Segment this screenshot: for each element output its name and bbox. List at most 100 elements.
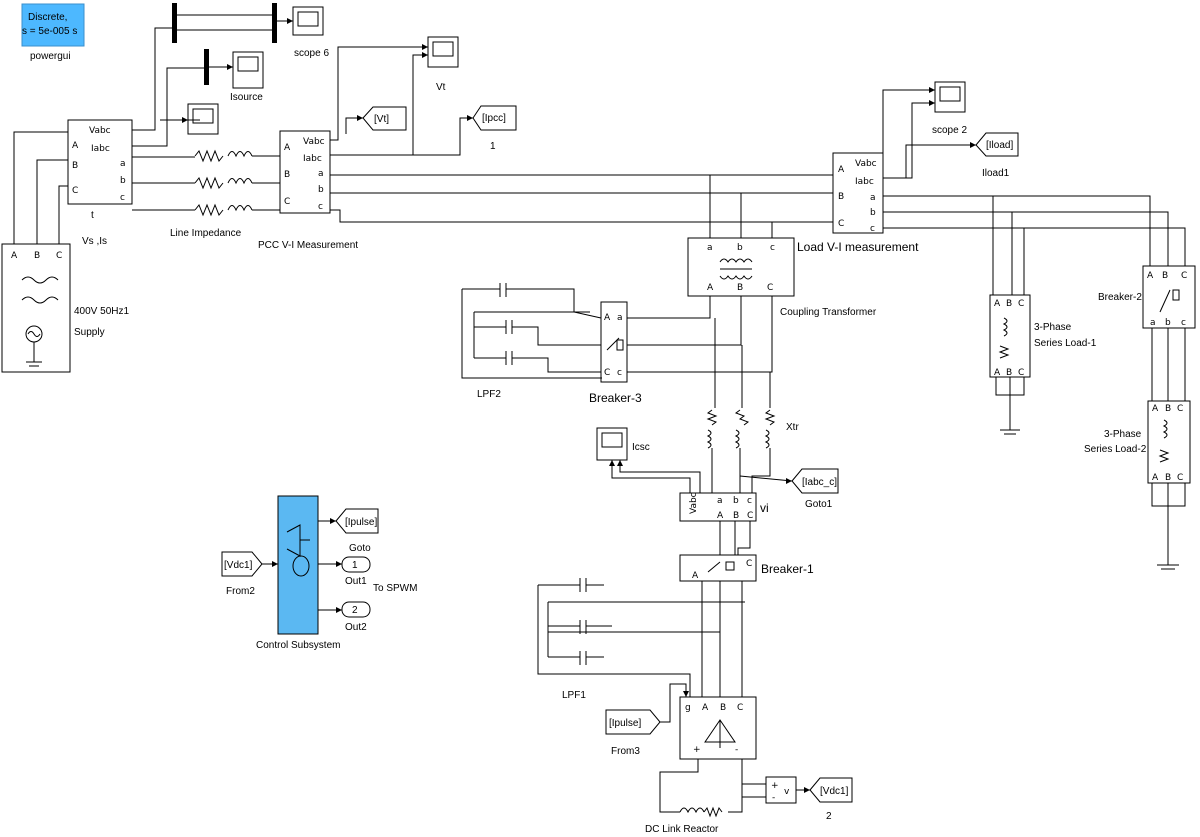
svg-text:B: B xyxy=(1006,368,1012,378)
coupling-transformer[interactable]: a b c A B C Coupling Transformer xyxy=(687,237,877,318)
svg-text:[Ipulse]: [Ipulse] xyxy=(609,718,641,729)
out2-label: Out2 xyxy=(345,622,367,633)
goto-ipcc[interactable]: [Ipcc] 1 xyxy=(472,105,517,152)
powergui-box[interactable] xyxy=(21,3,85,47)
svg-text:C: C xyxy=(1177,404,1183,414)
breaker3-block[interactable]: A a C c Breaker-3 xyxy=(589,301,642,405)
goto-ipulse[interactable]: [Ipulse] Goto xyxy=(335,508,379,554)
from2-vdc1[interactable]: [Vdc1] From2 xyxy=(221,551,263,597)
lpf1-filter[interactable]: LPF1 xyxy=(562,578,587,701)
converter-bridge[interactable]: g A B C + - xyxy=(679,696,757,760)
supply-block[interactable]: A B C 400V 50Hz1 Supply xyxy=(1,243,129,373)
svg-text:a: a xyxy=(717,496,723,506)
goto-label: Goto xyxy=(349,543,371,554)
vsis-scope[interactable] xyxy=(187,103,219,135)
svg-text:C: C xyxy=(1018,368,1024,378)
svg-text:[Ipcc]: [Ipcc] xyxy=(482,113,506,124)
goto-vt[interactable]: [Vt] xyxy=(362,106,407,131)
isource-scope[interactable]: Isource xyxy=(230,51,264,103)
svg-text:B: B xyxy=(1162,271,1168,281)
svg-text:A: A xyxy=(72,141,79,151)
svg-text:A: A xyxy=(717,511,724,521)
icsc-scope[interactable]: Icsc xyxy=(596,427,650,461)
series-load-2[interactable]: A B C A B C 3-Phase Series Load-2 xyxy=(1084,400,1191,484)
arrows xyxy=(182,18,976,793)
svg-text:C: C xyxy=(747,511,753,521)
goto-iload[interactable]: [Iload] Iload1 xyxy=(975,132,1019,179)
line-impedance[interactable]: Line Impedance xyxy=(170,149,253,239)
supply-label2: Supply xyxy=(74,327,105,338)
svg-text:A: A xyxy=(604,313,611,323)
svg-text:a: a xyxy=(120,159,126,169)
svg-text:[Ipulse]: [Ipulse] xyxy=(345,517,377,528)
isource-label: Isource xyxy=(230,92,263,103)
svg-text:C: C xyxy=(56,251,62,261)
out2-port[interactable]: 2 Out2 xyxy=(341,601,371,633)
ipcc-num: 1 xyxy=(490,141,496,152)
load2-label1: 3-Phase xyxy=(1104,429,1142,440)
svg-text:C: C xyxy=(604,368,610,378)
lpf2-filter[interactable]: LPF2 xyxy=(477,283,513,400)
xtr-reactor[interactable]: Xtr xyxy=(706,409,799,449)
mux-top-1[interactable] xyxy=(172,3,177,43)
powergui-line1: Discrete, xyxy=(28,12,67,23)
mux-top-2[interactable] xyxy=(272,3,277,43)
series-load-1[interactable]: A B C A B C 3-Phase Series Load-1 xyxy=(989,294,1097,378)
svg-text:1: 1 xyxy=(352,560,358,571)
vsis-measurement[interactable]: Vabc Iabc A B C a b c t Vs ,Is xyxy=(67,119,133,247)
from3-ipulse[interactable]: [Ipulse] From3 xyxy=(605,709,661,757)
breaker3-label: Breaker-3 xyxy=(589,391,642,405)
line-impedance-label: Line Impedance xyxy=(170,228,242,239)
vi-measurement[interactable]: Vabc a b c A B C vi xyxy=(679,492,769,522)
svg-text:2: 2 xyxy=(352,605,358,616)
svg-text:B: B xyxy=(1165,404,1171,414)
svg-text:A: A xyxy=(702,703,709,713)
svg-text:c: c xyxy=(617,368,622,378)
dc-reactor-label: DC Link Reactor xyxy=(645,824,719,835)
control-subsystem[interactable]: Control Subsystem xyxy=(256,495,340,651)
scope6-block[interactable]: scope 6 xyxy=(292,6,329,59)
goto-vdc1[interactable]: [Vdc1] 2 xyxy=(809,777,853,822)
control-label: Control Subsystem xyxy=(256,640,340,651)
load-vi-measurement[interactable]: Vabc Iabc A B C a b c Load V-I measureme… xyxy=(797,152,919,254)
svg-text:Iabc: Iabc xyxy=(303,154,322,164)
vt-scope[interactable]: Vt xyxy=(427,36,459,93)
goto-iabc-c[interactable]: [Iabc_c] Goto1 xyxy=(791,468,839,510)
svg-text:-: - xyxy=(772,793,775,803)
svg-text:b: b xyxy=(733,496,739,506)
load-vi-label: Load V-I measurement xyxy=(797,240,919,254)
pcc-vi-measurement[interactable]: Vabc Iabc A B C a b c PCC V-I Measuremen… xyxy=(258,130,358,251)
svg-text:c: c xyxy=(318,202,323,212)
breaker2-block[interactable]: A B C a b c Breaker-2 xyxy=(1098,265,1196,329)
out1-port[interactable]: 1 Out1 To SPWM xyxy=(341,556,417,594)
load1-label1: 3-Phase xyxy=(1034,322,1072,333)
svg-text:A: A xyxy=(692,571,699,581)
svg-text:c: c xyxy=(747,496,752,506)
mux-isource[interactable] xyxy=(204,49,209,85)
svg-text:b: b xyxy=(737,243,743,253)
svg-text:B: B xyxy=(733,511,739,521)
svg-text:B: B xyxy=(1165,473,1171,483)
lpf2-label: LPF2 xyxy=(477,389,501,400)
svg-text:C: C xyxy=(767,283,773,293)
svg-text:A: A xyxy=(838,165,845,175)
svg-text:b: b xyxy=(120,176,126,186)
svg-text:C: C xyxy=(72,186,78,196)
breaker1-block[interactable]: A C Breaker-1 xyxy=(679,554,814,582)
svg-text:b: b xyxy=(870,208,876,218)
svg-text:A: A xyxy=(707,283,714,293)
svg-text:Vabc: Vabc xyxy=(689,492,699,514)
scope2-block[interactable]: scope 2 xyxy=(932,81,967,136)
svg-text:b: b xyxy=(1165,318,1171,328)
svg-text:[Iabc_c]: [Iabc_c] xyxy=(802,477,837,488)
vdc-num: 2 xyxy=(826,811,832,822)
powergui-block[interactable]: Discrete, s = 5e-005 s powergui xyxy=(21,3,85,62)
voltage-measurement[interactable]: + - v xyxy=(765,776,797,804)
svg-text:c: c xyxy=(870,224,875,234)
dc-link-reactor[interactable]: DC Link Reactor xyxy=(645,806,723,835)
scope6-label: scope 6 xyxy=(294,48,329,59)
svg-text:C: C xyxy=(737,703,743,713)
svg-text:a: a xyxy=(1150,318,1156,328)
svg-text:B: B xyxy=(838,192,844,202)
svg-text:a: a xyxy=(870,193,876,203)
